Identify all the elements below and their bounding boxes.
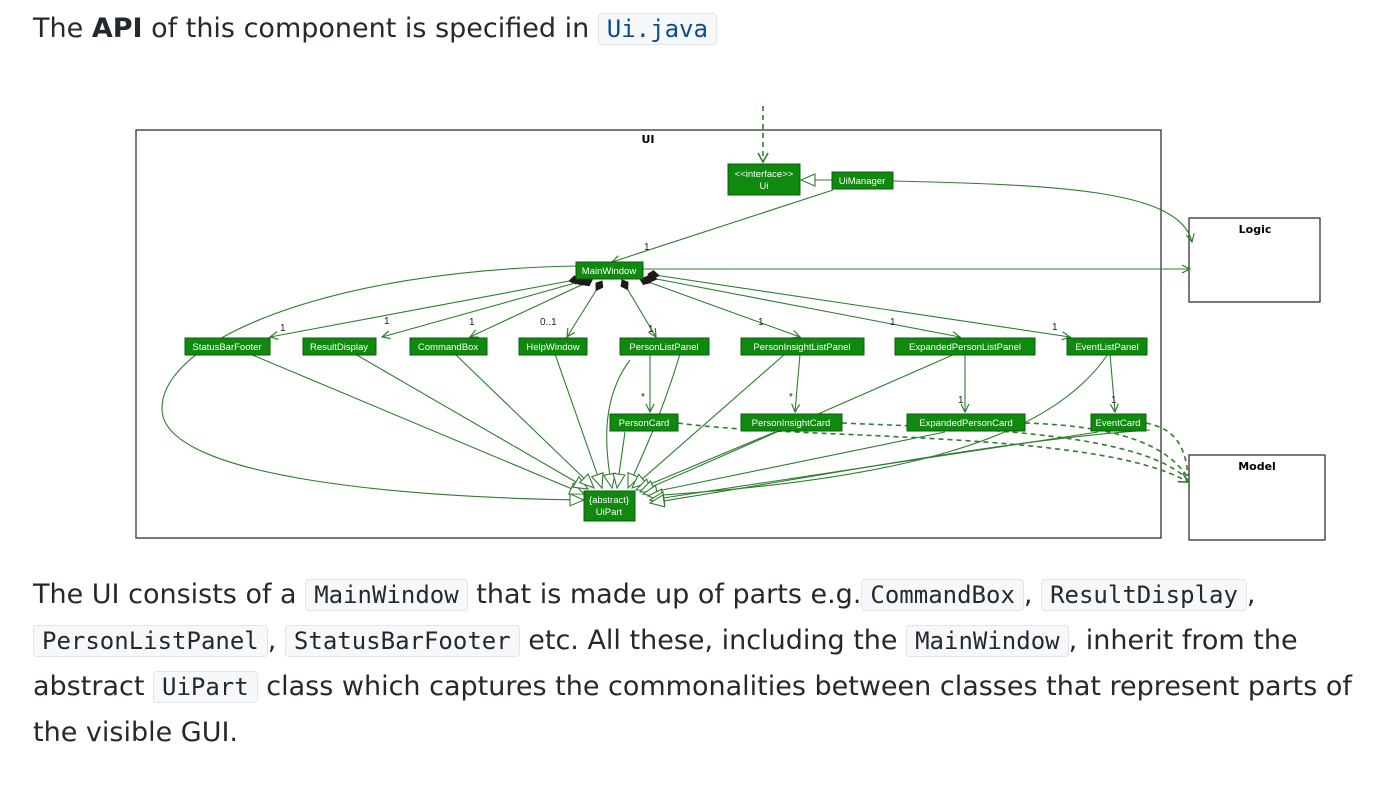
mult-main-window: 1 <box>644 242 650 253</box>
body-text-1: The UI consists of a <box>33 579 306 610</box>
class-ui-manager: UiManager <box>831 171 894 190</box>
code-mainwindow-2: MainWindow <box>906 625 1069 657</box>
diagram-edges <box>161 106 1192 503</box>
class-status-bar-footer: StatusBarFooter <box>184 337 271 356</box>
mult-help-window: 0..1 <box>540 317 557 328</box>
ui-package-frame <box>135 129 1162 539</box>
svg-text:EventCard: EventCard <box>1096 418 1141 429</box>
class-help-window: HelpWindow <box>518 337 588 356</box>
class-event-card: EventCard <box>1090 413 1147 432</box>
intro-paragraph: The API of this component is specified i… <box>33 6 1363 52</box>
body-text-2: that is made up of parts e.g. <box>467 579 862 610</box>
model-label: Model <box>1238 460 1276 473</box>
mult-expanded-person-list-panel: 1 <box>890 317 896 328</box>
body-text-5: , <box>267 625 285 656</box>
multiplicity-labels: 1 1 1 1 0..1 1 1 1 1 * * 1 1 <box>280 242 1117 406</box>
body-text-8: class which captures the commonalities b… <box>33 671 1352 748</box>
class-person-insight-card: PersonInsightCard <box>740 413 843 432</box>
body-text-4: , <box>1246 579 1256 610</box>
uimanager-to-mainwindow <box>612 189 834 262</box>
svg-text:HelpWindow: HelpWindow <box>526 342 579 353</box>
mult-command-box: 1 <box>469 317 475 328</box>
ui-java-link[interactable]: Ui.java <box>597 13 717 45</box>
logic-label: Logic <box>1239 223 1272 236</box>
intro-text-middle: of this component is specified in <box>142 13 598 44</box>
svg-text:PersonCard: PersonCard <box>619 418 670 429</box>
svg-text:MainWindow: MainWindow <box>582 266 637 277</box>
class-person-list-panel: PersonListPanel <box>619 337 710 356</box>
mult-person-card: * <box>641 392 645 403</box>
svg-text:CommandBox: CommandBox <box>418 342 478 353</box>
svg-text:ResultDisplay: ResultDisplay <box>310 342 368 353</box>
mult-event-card: 1 <box>1111 395 1117 406</box>
class-event-list-panel: EventListPanel <box>1066 337 1148 356</box>
svg-text:ExpandedPersonListPanel: ExpandedPersonListPanel <box>909 342 1021 353</box>
intro-text-before: The <box>33 13 92 44</box>
svg-text:EventListPanel: EventListPanel <box>1075 342 1138 353</box>
svg-text:StatusBarFooter: StatusBarFooter <box>192 342 261 353</box>
svg-text:PersonInsightListPanel: PersonInsightListPanel <box>753 342 850 353</box>
mult-event-list-panel: 1 <box>1052 322 1058 333</box>
body-text-6: etc. All these, including the <box>519 625 907 656</box>
svg-text:<<interface>>: <<interface>> <box>735 169 794 180</box>
class-result-display: ResultDisplay <box>302 337 377 356</box>
body-text-7: , inherit from the abstract <box>33 625 1298 702</box>
class-expanded-person-list-panel: ExpandedPersonListPanel <box>894 337 1036 356</box>
code-mainwindow: MainWindow <box>305 579 468 611</box>
mult-status-bar-footer: 1 <box>280 323 286 334</box>
class-ui-interface: <<interface>> Ui <box>727 163 801 196</box>
class-person-card: PersonCard <box>609 413 679 432</box>
body-text-3: , <box>1023 579 1042 610</box>
code-resultdisplay: ResultDisplay <box>1041 579 1247 611</box>
api-bold-text: API <box>91 13 143 44</box>
model-box <box>1188 454 1326 541</box>
uimanager-to-logic <box>892 180 1192 242</box>
svg-text:UiPart: UiPart <box>596 507 623 518</box>
class-command-box: CommandBox <box>409 337 488 356</box>
code-commandbox: CommandBox <box>861 579 1024 611</box>
ui-class-diagram: UI Logic Model <box>135 106 1326 541</box>
svg-text:{abstract}: {abstract} <box>589 495 629 506</box>
mult-person-insight-list-panel: 1 <box>758 317 764 328</box>
class-expanded-person-card: ExpandedPersonCard <box>906 413 1026 432</box>
code-uipart: UiPart <box>153 671 258 703</box>
description-paragraph: The UI consists of a MainWindow that is … <box>33 572 1353 756</box>
code-statusbarfooter: StatusBarFooter <box>284 625 520 657</box>
svg-text:PersonInsightCard: PersonInsightCard <box>752 418 831 429</box>
mult-expanded-person-card: 1 <box>958 395 964 406</box>
svg-text:UiManager: UiManager <box>839 176 885 187</box>
class-main-window: MainWindow <box>575 261 644 280</box>
logic-box <box>1188 217 1321 303</box>
svg-text:Ui: Ui <box>760 181 769 192</box>
svg-text:PersonListPanel: PersonListPanel <box>629 342 698 353</box>
svg-text:ExpandedPersonCard: ExpandedPersonCard <box>919 418 1012 429</box>
mult-person-list-panel: 1 <box>648 324 654 335</box>
mult-person-insight-card: * <box>789 392 793 403</box>
class-person-insight-list-panel: PersonInsightListPanel <box>740 337 865 356</box>
code-personlistpanel: PersonListPanel <box>33 625 268 657</box>
mult-result-display: 1 <box>384 316 390 327</box>
class-ui-part: {abstract} UiPart <box>583 490 636 522</box>
ui-package-title: UI <box>641 133 654 146</box>
